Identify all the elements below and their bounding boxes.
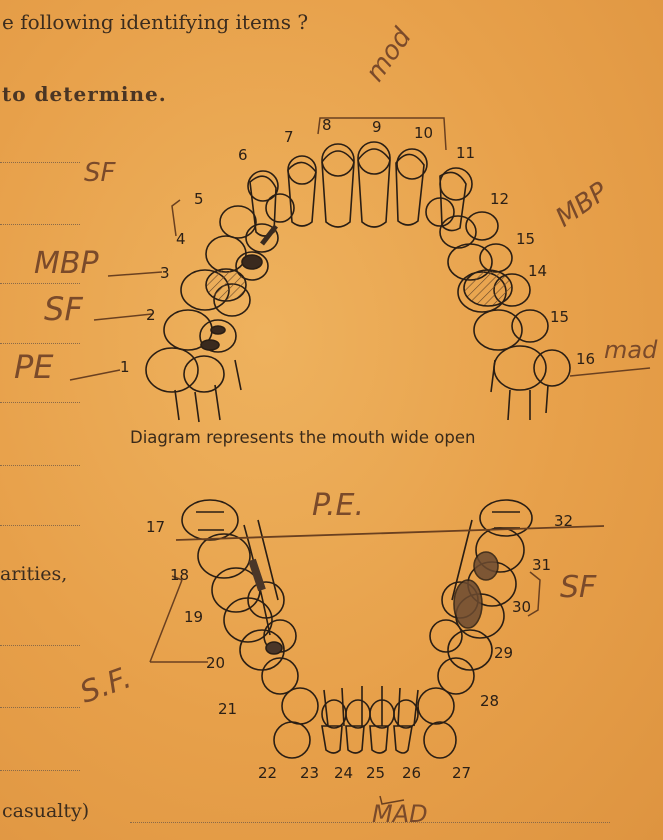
- tooth-number: 26: [402, 764, 421, 782]
- tooth-number: 24: [334, 764, 353, 782]
- upper-tooth-9: [358, 149, 390, 227]
- tooth-number: 28: [480, 692, 499, 710]
- tooth-number: 17: [146, 518, 165, 536]
- tooth-number: 12: [490, 190, 509, 208]
- tooth-number: 20: [206, 654, 225, 672]
- tooth-number: 9: [372, 118, 382, 136]
- handwritten-sf-left: SF: [44, 290, 83, 328]
- tooth-number: 25: [366, 764, 385, 782]
- tooth-number: 14: [528, 262, 547, 280]
- handwritten-sf-lower-right: SF: [560, 570, 596, 605]
- tooth-number: 18: [170, 566, 189, 584]
- tooth-number: 7: [284, 128, 294, 146]
- tooth-number: 5: [194, 190, 204, 208]
- tooth-number: 3: [160, 264, 170, 282]
- tooth-number: 10: [414, 124, 433, 142]
- tooth-number: 27: [452, 764, 471, 782]
- tooth-number: 32: [554, 512, 573, 530]
- upper-tooth-7: [288, 162, 316, 226]
- diagram-caption: Diagram represents the mouth wide open: [130, 428, 475, 447]
- upper-tooth-8: [322, 151, 354, 227]
- tooth-number: 29: [494, 644, 513, 662]
- tooth-number: 19: [184, 608, 203, 626]
- handwritten-mad-bottom: MAD: [372, 800, 428, 828]
- tooth-number: 11: [456, 144, 475, 162]
- handwritten-pe-left: PE: [14, 348, 54, 386]
- tooth-number: 16: [576, 350, 595, 368]
- tooth-number: 23: [300, 764, 319, 782]
- handwritten-pe-lower: P.E.: [312, 488, 364, 523]
- handwritten-mad-right: mad: [604, 336, 657, 364]
- tooth-number: 15: [550, 308, 569, 326]
- tooth-number: 31: [532, 556, 551, 574]
- tooth-number: 6: [238, 146, 248, 164]
- tooth-number: 21: [218, 700, 237, 718]
- tooth-number: 1: [120, 358, 130, 376]
- tooth-number: 15: [516, 230, 535, 248]
- handwritten-sf-upper: SF: [84, 158, 115, 188]
- tooth-number: 8: [322, 116, 332, 134]
- tooth-number: 30: [512, 598, 531, 616]
- upper-tooth-10: [396, 154, 424, 225]
- handwritten-mbp-left: MBP: [34, 246, 99, 281]
- tooth-number: 22: [258, 764, 277, 782]
- tooth-number: 2: [146, 306, 156, 324]
- tooth-number: 4: [176, 230, 186, 248]
